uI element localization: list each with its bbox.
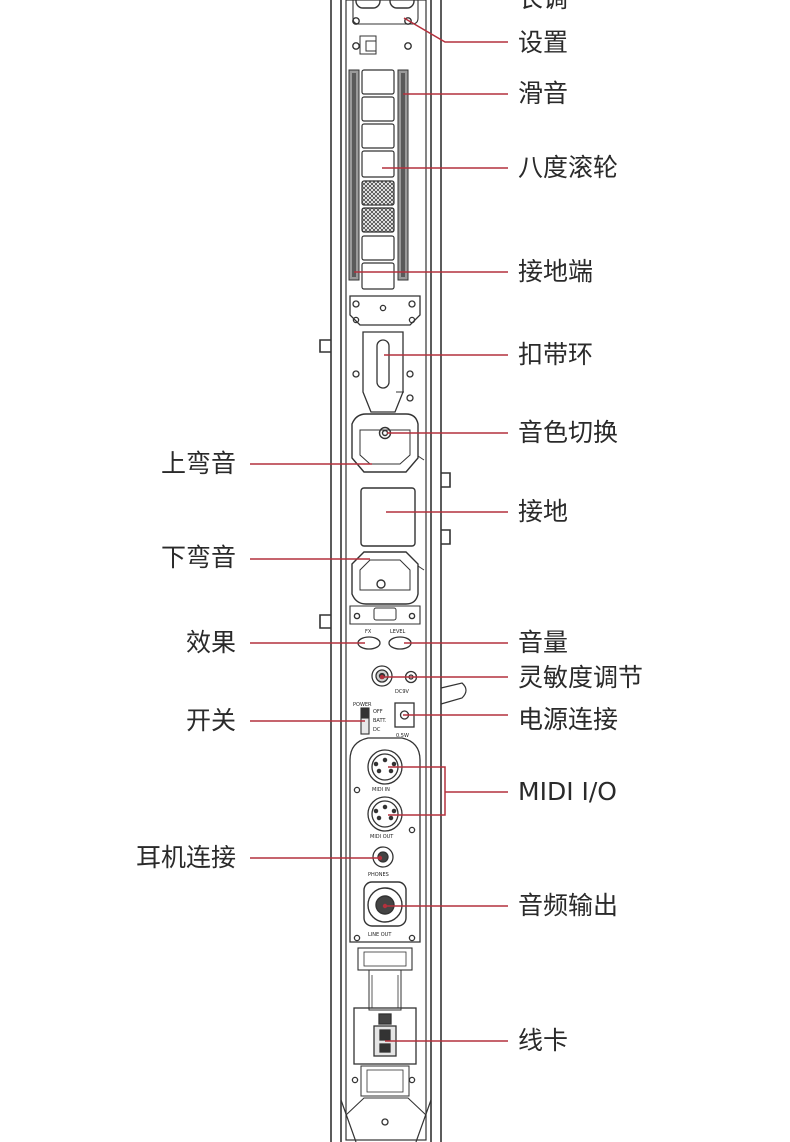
midi-out-text: MIDI OUT: [370, 834, 394, 840]
label-bend-down: 下弯音: [160, 543, 236, 572]
label-audio-output: 音频输出: [518, 891, 619, 920]
label-volume: 音量: [518, 628, 569, 657]
label-tone-switch: 音色切换: [518, 418, 619, 447]
leader-lines: [250, 17, 508, 1042]
ground-terminal: [349, 295, 421, 326]
power-text: POWER: [353, 702, 372, 708]
octave-wheel: [361, 69, 395, 290]
fx-text: FX: [365, 629, 372, 635]
top-buttons: [352, 0, 419, 55]
sensitivity-knob: [371, 665, 418, 687]
label-settings: 设置: [518, 28, 569, 57]
label-bend-up: 上弯音: [160, 449, 236, 478]
label-ground-terminal: 接地端: [518, 257, 594, 286]
midi-in-text: MIDI IN: [372, 787, 390, 793]
leader-dots: [377, 674, 388, 909]
glide-strip: [348, 69, 409, 281]
ground-plate: [360, 487, 416, 547]
fx-level-buttons: [357, 636, 412, 650]
dc-text: DC: [373, 727, 381, 733]
bend-down-pad: [349, 551, 425, 625]
dc-watt-text: 0.5W: [396, 733, 409, 739]
off-text: OFF: [373, 709, 383, 715]
label-glide: 滑音: [518, 79, 569, 108]
connector-plate: [349, 737, 421, 943]
label-headphone: 耳机连接: [135, 843, 236, 872]
label-octave-wheel: 八度滚轮: [518, 153, 619, 182]
instrument-body: [319, 0, 467, 1142]
batt-text: BATT.: [373, 718, 387, 724]
phones-text: PHONES: [368, 872, 389, 878]
label-ground: 接地: [518, 497, 569, 526]
label-line-card: 线卡: [518, 1026, 569, 1055]
label-top-partial: 长调: [518, 0, 568, 11]
label-strap-ring: 扣带环: [518, 340, 594, 369]
strap-ring: [352, 331, 414, 413]
level-text: LEVEL: [390, 629, 406, 635]
label-sensitivity: 灵敏度调节: [518, 663, 644, 692]
label-power-connection: 电源连接: [518, 705, 619, 734]
midi-out-port: [367, 796, 403, 832]
label-effect: 效果: [185, 628, 236, 657]
dc-in-text: DC9V: [395, 689, 410, 695]
bend-up-pad: [351, 413, 425, 473]
label-switch: 开关: [185, 706, 236, 735]
headphone-jack: [372, 846, 394, 868]
line-card: [345, 969, 427, 1126]
label-midi-io: MIDI I/O: [518, 777, 617, 806]
label-area: [357, 947, 413, 971]
line-out-text: LINE OUT: [368, 932, 392, 938]
